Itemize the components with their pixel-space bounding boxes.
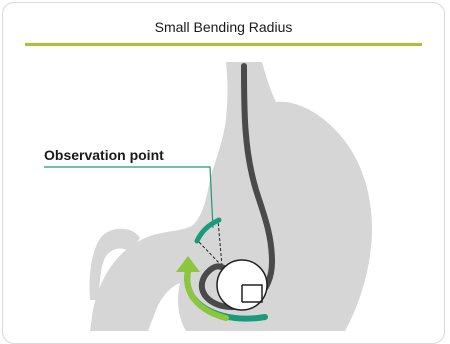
observation-point-label: Observation point <box>44 147 164 163</box>
stomach-illustration <box>0 0 450 331</box>
observation-leader-line <box>44 167 213 228</box>
bend-radius-icon <box>217 260 267 310</box>
